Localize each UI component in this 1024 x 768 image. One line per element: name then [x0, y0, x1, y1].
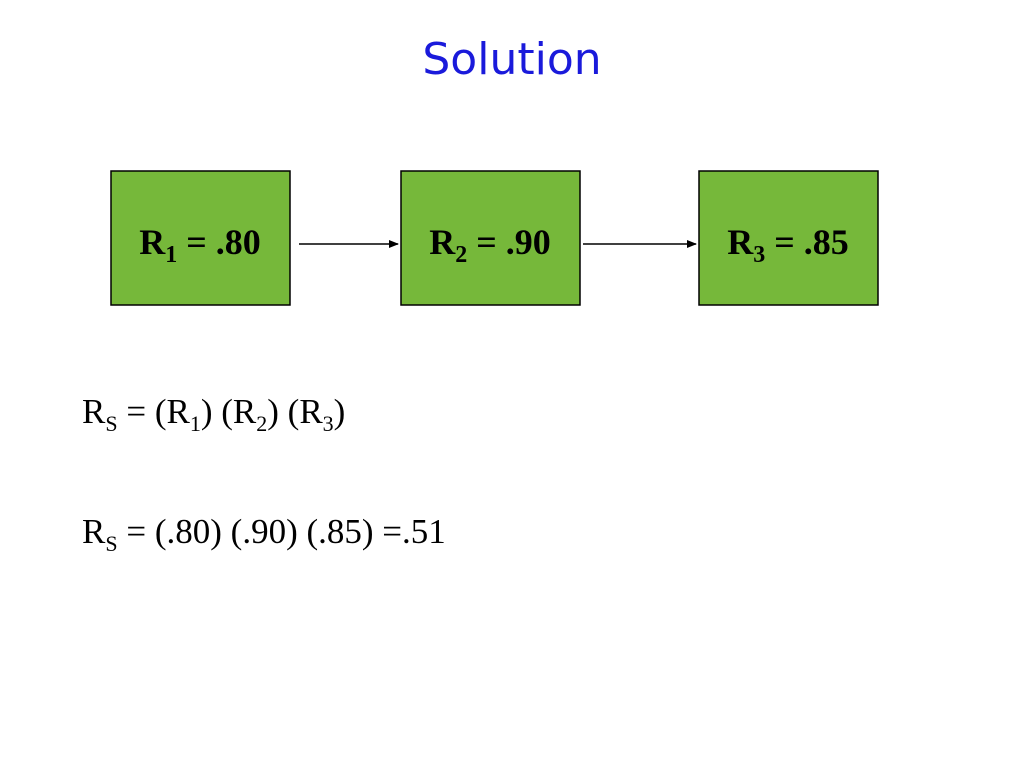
- block-r3-box: [698, 170, 879, 306]
- slide-title: Solution: [422, 34, 602, 85]
- equation-system-formula: RS = (R1) (R2) (R3): [82, 392, 346, 436]
- block-r2-box: [400, 170, 581, 306]
- block-r2-label: R2 = .90: [429, 222, 551, 268]
- block-r1-box: [110, 170, 291, 306]
- block-r1-label: R1 = .80: [139, 222, 261, 268]
- block-r3-label: R3 = .85: [727, 222, 849, 268]
- block-r1: R1 = .80: [110, 170, 291, 306]
- equation-system-result: RS = (.80) (.90) (.85) =.51: [82, 512, 446, 556]
- block-r2: R2 = .90: [400, 170, 581, 306]
- block-r3: R3 = .85: [698, 170, 879, 306]
